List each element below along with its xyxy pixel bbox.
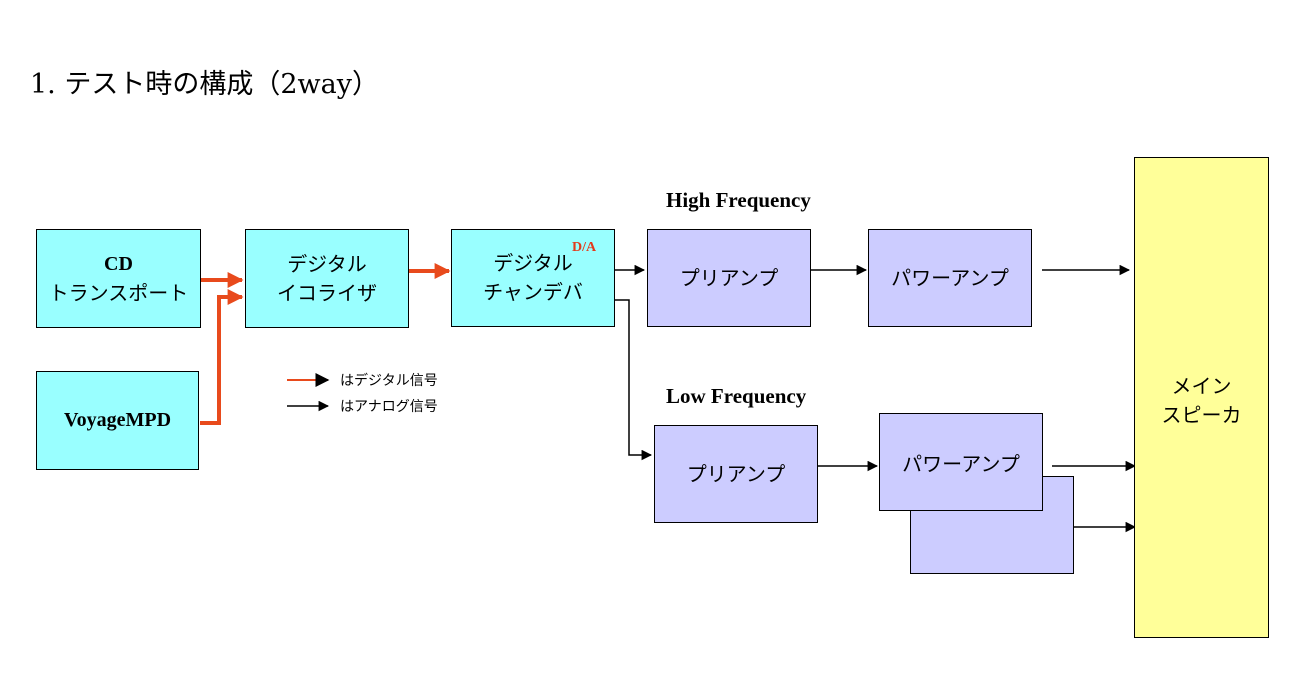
wire-mpd-to-eq — [200, 289, 244, 425]
main-speaker-label-2: スピーカ — [1161, 403, 1242, 427]
low-preamp-block: プリアンプ — [654, 425, 818, 523]
digital-chandevi-label-1: デジタル — [493, 251, 573, 275]
voyage-mpd-label: VoyageMPD — [63, 409, 172, 431]
cd-transport-label-1: CD — [104, 252, 133, 275]
digital-equalizer-block: デジタル イコライザ — [245, 229, 409, 328]
digital-chandevi-block: デジタル チャンデバ — [451, 229, 615, 327]
wire-chandevi-to-low-preamp — [614, 299, 653, 461]
digital-equalizer-label-1: デジタル — [287, 251, 367, 276]
digital-chandevi-label-2: チャンデバ — [483, 280, 583, 304]
cd-transport-block: CD トランスポート — [36, 229, 201, 328]
digital-equalizer-label-2: イコライザ — [277, 280, 377, 305]
low-frequency-label: Low Frequency — [666, 384, 807, 408]
low-poweramp-label: パワーアンプ — [902, 452, 1020, 476]
main-speaker-label-1: メイン — [1171, 374, 1232, 398]
title-text: テスト時の構成 — [64, 69, 254, 100]
high-preamp-label: プリアンプ — [679, 265, 779, 290]
da-badge: D/A — [572, 240, 597, 255]
high-frequency-label: High Frequency — [666, 188, 811, 212]
title-suffix: （2way） — [253, 69, 379, 100]
low-poweramp-block: パワーアンプ — [879, 413, 1043, 511]
high-poweramp-label: パワーアンプ — [891, 265, 1009, 290]
voyage-mpd-block: VoyageMPD — [36, 371, 199, 470]
title-number: 1. — [30, 69, 56, 100]
low-preamp-label: プリアンプ — [686, 461, 786, 486]
high-poweramp-block: パワーアンプ — [868, 229, 1032, 327]
legend-digital-text: はデジタル信号 — [340, 373, 438, 389]
cd-transport-label-2: トランスポート — [48, 280, 189, 305]
page-title: 1. テスト時の構成（2way） — [30, 62, 379, 101]
high-preamp-block: プリアンプ — [647, 229, 811, 327]
legend-analog-text: はアナログ信号 — [340, 399, 438, 415]
main-speaker-block: メイン スピーカ — [1134, 157, 1269, 638]
